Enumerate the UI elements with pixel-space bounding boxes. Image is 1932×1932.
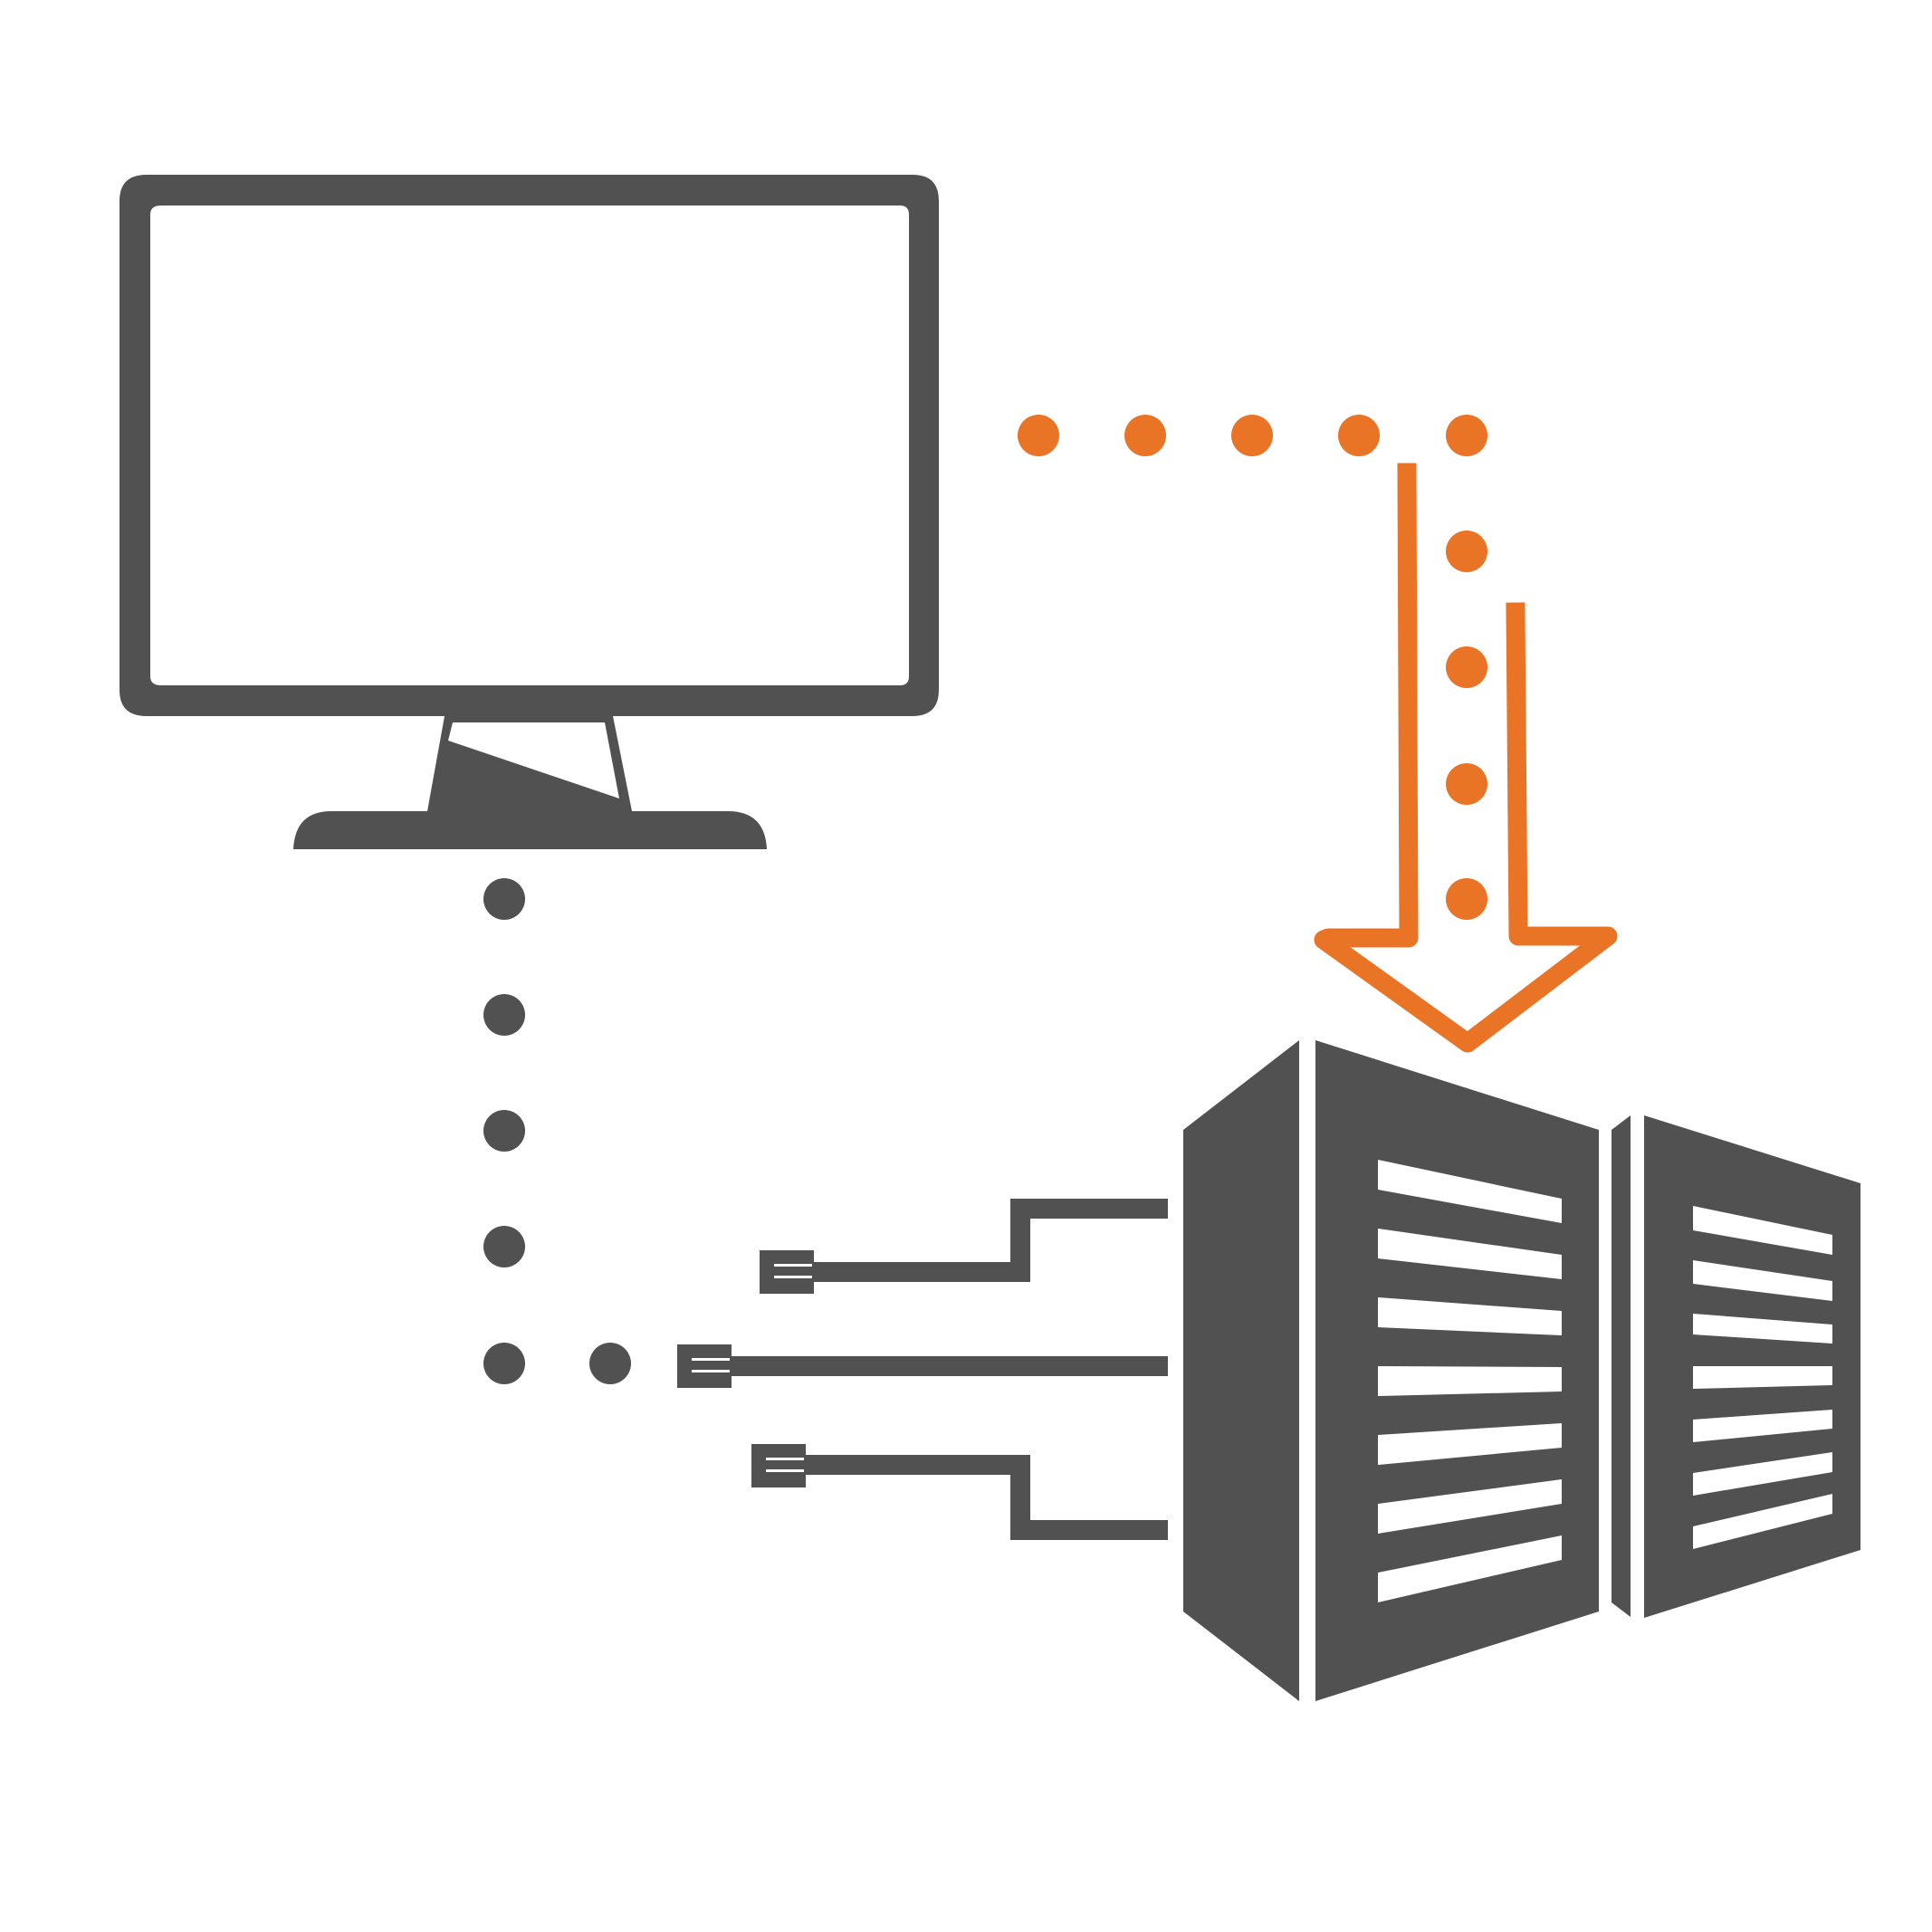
orange-dot [1231,415,1273,456]
orange-dot [1338,415,1380,456]
orange-dot [1446,531,1487,572]
cable-plug-pin [692,1358,730,1361]
server-side-panel [1183,1040,1299,1701]
server-front-panel [1315,1040,1599,1701]
cable-plug-pin [766,1458,804,1460]
monitor-neck [427,716,632,811]
server-divider [1612,1115,1631,1617]
gray-dot [483,878,525,920]
network-cables [677,1199,1168,1540]
monitor-base [293,811,767,849]
monitor-icon [120,175,939,849]
cable-wire [804,1455,1168,1540]
gray-dot [483,1343,525,1384]
cable-plug-pin [692,1370,730,1372]
gray-dot [589,1343,631,1384]
gray-dot [483,1226,525,1267]
orange-dot [1446,415,1487,456]
network-cable-plug-icon [677,1344,1168,1388]
orange-dot [1446,763,1487,805]
cable-plug-pin [774,1276,812,1278]
down-arrow-outline-icon [1314,463,1618,1053]
server-rack-icon [1183,1040,1860,1701]
network-cable-plug-icon [760,1199,1168,1294]
monitor-bezel [120,175,939,716]
orange-dot [1446,878,1487,920]
cable-wire [813,1199,1168,1282]
orange-dotted-connector [1018,415,1487,920]
orange-dot [1446,646,1487,688]
gray-dot [483,1110,525,1152]
orange-dot [1018,415,1059,456]
gray-dotted-connector [483,878,631,1384]
cable-plug [751,1444,806,1487]
cable-plug-pin [774,1264,812,1267]
cable-plug [677,1344,732,1388]
cable-plug [760,1250,814,1294]
gray-dot [483,994,525,1036]
server-rear-panel [1644,1115,1860,1618]
network-cable-plug-icon [751,1444,1168,1540]
orange-dot [1124,415,1166,456]
cable-plug-pin [766,1469,804,1472]
